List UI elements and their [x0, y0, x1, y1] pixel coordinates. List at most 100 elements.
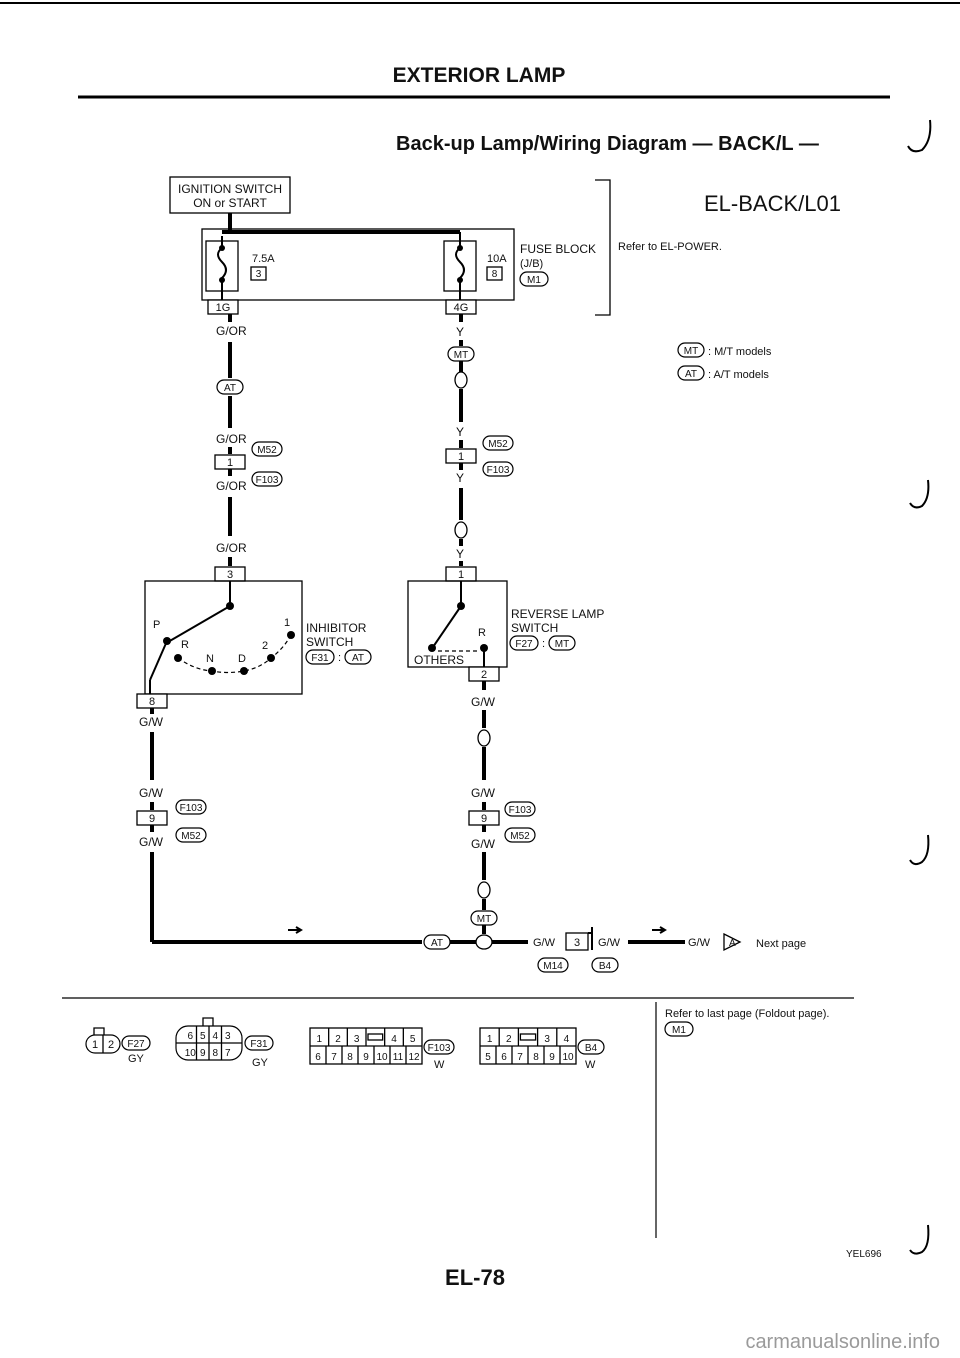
left-wire-gw-2: G/W — [139, 786, 164, 800]
left-pin1: 1 — [227, 457, 233, 469]
right-pin1-a: 1 — [458, 451, 464, 463]
fuse-1-rating: 7.5A — [252, 253, 275, 265]
b4-name-badge — [577, 1039, 605, 1055]
fuse-block-sub: (J/B) — [520, 258, 543, 270]
right-pin1-b: 1 — [458, 569, 464, 581]
connector-pin: 9 — [200, 1048, 206, 1059]
next-page-text: Next page — [756, 938, 806, 950]
connector-pin: 7 — [225, 1048, 231, 1059]
right-splice — [454, 371, 468, 389]
left-pin3: 3 — [227, 569, 233, 581]
bus-wire-gw-2: G/W — [598, 937, 621, 949]
check-mark-icon — [907, 119, 932, 153]
left-conn-m52-badge — [251, 441, 283, 457]
connector-pin: 8 — [533, 1052, 539, 1063]
colon-sep: : — [338, 652, 341, 664]
bus-conn-b4: B4 — [599, 961, 612, 972]
right-splice — [454, 521, 468, 539]
reverse-mt-badge — [548, 635, 576, 651]
fuse-1-num: 3 — [256, 269, 262, 280]
legend-at-text: : A/T models — [708, 369, 769, 381]
bus-at-tag: AT — [431, 938, 443, 949]
legend-at-badge — [677, 365, 705, 381]
fuse-block-label: FUSE BLOCK — [520, 242, 596, 256]
right-mt-tag: MT — [454, 350, 468, 361]
left-wire-gor-4: G/OR — [216, 541, 247, 555]
connector-pin: 2 — [506, 1034, 512, 1045]
watermark: carmanualsonline.info — [745, 1331, 940, 1353]
right-conn-f103-2: F103 — [509, 805, 532, 816]
reverse-conn-badge — [509, 635, 539, 651]
f31-name: F31 — [250, 1039, 268, 1050]
inhibitor-pos-1: 1 — [284, 617, 290, 629]
flow-arrow-icon — [288, 926, 303, 934]
right-wire-gw-2: G/W — [471, 786, 496, 800]
connector-pin: 10 — [376, 1052, 388, 1063]
fuse-1-num-box — [250, 266, 267, 281]
refer-power-text: Refer to EL-POWER. — [618, 241, 722, 253]
flow-arrow-icon — [652, 926, 667, 934]
ignition-switch-box — [169, 176, 291, 214]
connector-pin: 6 — [315, 1052, 321, 1063]
inhibitor-label-2: SWITCH — [306, 635, 353, 649]
left-conn-m52-2: M52 — [181, 831, 201, 842]
left-pin8: 8 — [149, 696, 155, 708]
connector-pin: 6 — [501, 1052, 507, 1063]
reverse-mt-tag: MT — [555, 639, 569, 650]
connector-tab — [202, 1017, 214, 1026]
connector-pin: 4 — [212, 1031, 218, 1042]
refer-conn-badge — [664, 1021, 694, 1037]
connector-pin: 5 — [485, 1052, 491, 1063]
left-at-tag: AT — [224, 383, 236, 394]
connector-pin: 2 — [335, 1034, 341, 1045]
bus-wire-gw-1: G/W — [533, 937, 556, 949]
reverse-contact-others — [428, 644, 436, 652]
bus-pin3-box — [565, 932, 589, 951]
f27-pin-2: 2 — [108, 1039, 114, 1051]
diagram-code: EL-BACK/L01 — [704, 191, 841, 216]
right-conn-f103-badge-2 — [504, 801, 536, 817]
right-wire-gw-1: G/W — [471, 695, 496, 709]
inhibitor-pos-2: 2 — [262, 640, 268, 652]
ignition-switch-label: IGNITION SWITCH — [178, 182, 282, 196]
connector-pin: 8 — [212, 1048, 218, 1059]
inhibitor-at-badge — [344, 649, 372, 665]
bus-conn-m14: M14 — [543, 961, 563, 972]
right-conn-m52-2: M52 — [510, 831, 530, 842]
right-pin2: 2 — [481, 669, 487, 681]
fuse-7-5a-icon — [217, 236, 227, 300]
connector-pin: 4 — [391, 1034, 397, 1045]
left-at-badge — [216, 379, 244, 395]
f31-name-badge — [244, 1035, 274, 1051]
right-conn-f103-1: F103 — [487, 465, 510, 476]
right-conn-m52-badge — [482, 435, 514, 451]
f27-pin-1: 1 — [92, 1039, 98, 1051]
right-conn-m52-1: M52 — [488, 439, 508, 450]
fuse-node — [219, 277, 225, 283]
reverse-label-2: SWITCH — [511, 621, 558, 635]
legend-at-tag: AT — [685, 369, 697, 380]
fuse-block-outline — [201, 228, 515, 301]
left-wire-gor-3: G/OR — [216, 479, 247, 493]
left-wire-gw-1: G/W — [139, 715, 164, 729]
pin-blank — [519, 1033, 537, 1041]
left-conn-m52-badge-2 — [175, 827, 207, 843]
bus-conn-m14-badge — [537, 957, 569, 973]
left-conn-f103-1: F103 — [256, 475, 279, 486]
inhibitor-conn-badge — [305, 649, 335, 665]
connector-pin: 5 — [200, 1031, 206, 1042]
right-splice — [477, 729, 491, 747]
connector-pin: 4 — [564, 1034, 570, 1045]
connector-pin: 3 — [544, 1034, 550, 1045]
colon-sep: : — [542, 638, 545, 650]
right-wire-y-3: Y — [456, 471, 464, 485]
connector-pin: 11 — [393, 1052, 404, 1063]
bottom-mt-tag: MT — [477, 914, 491, 925]
connector-pin: 8 — [347, 1052, 353, 1063]
node-a-label: A — [729, 938, 736, 949]
